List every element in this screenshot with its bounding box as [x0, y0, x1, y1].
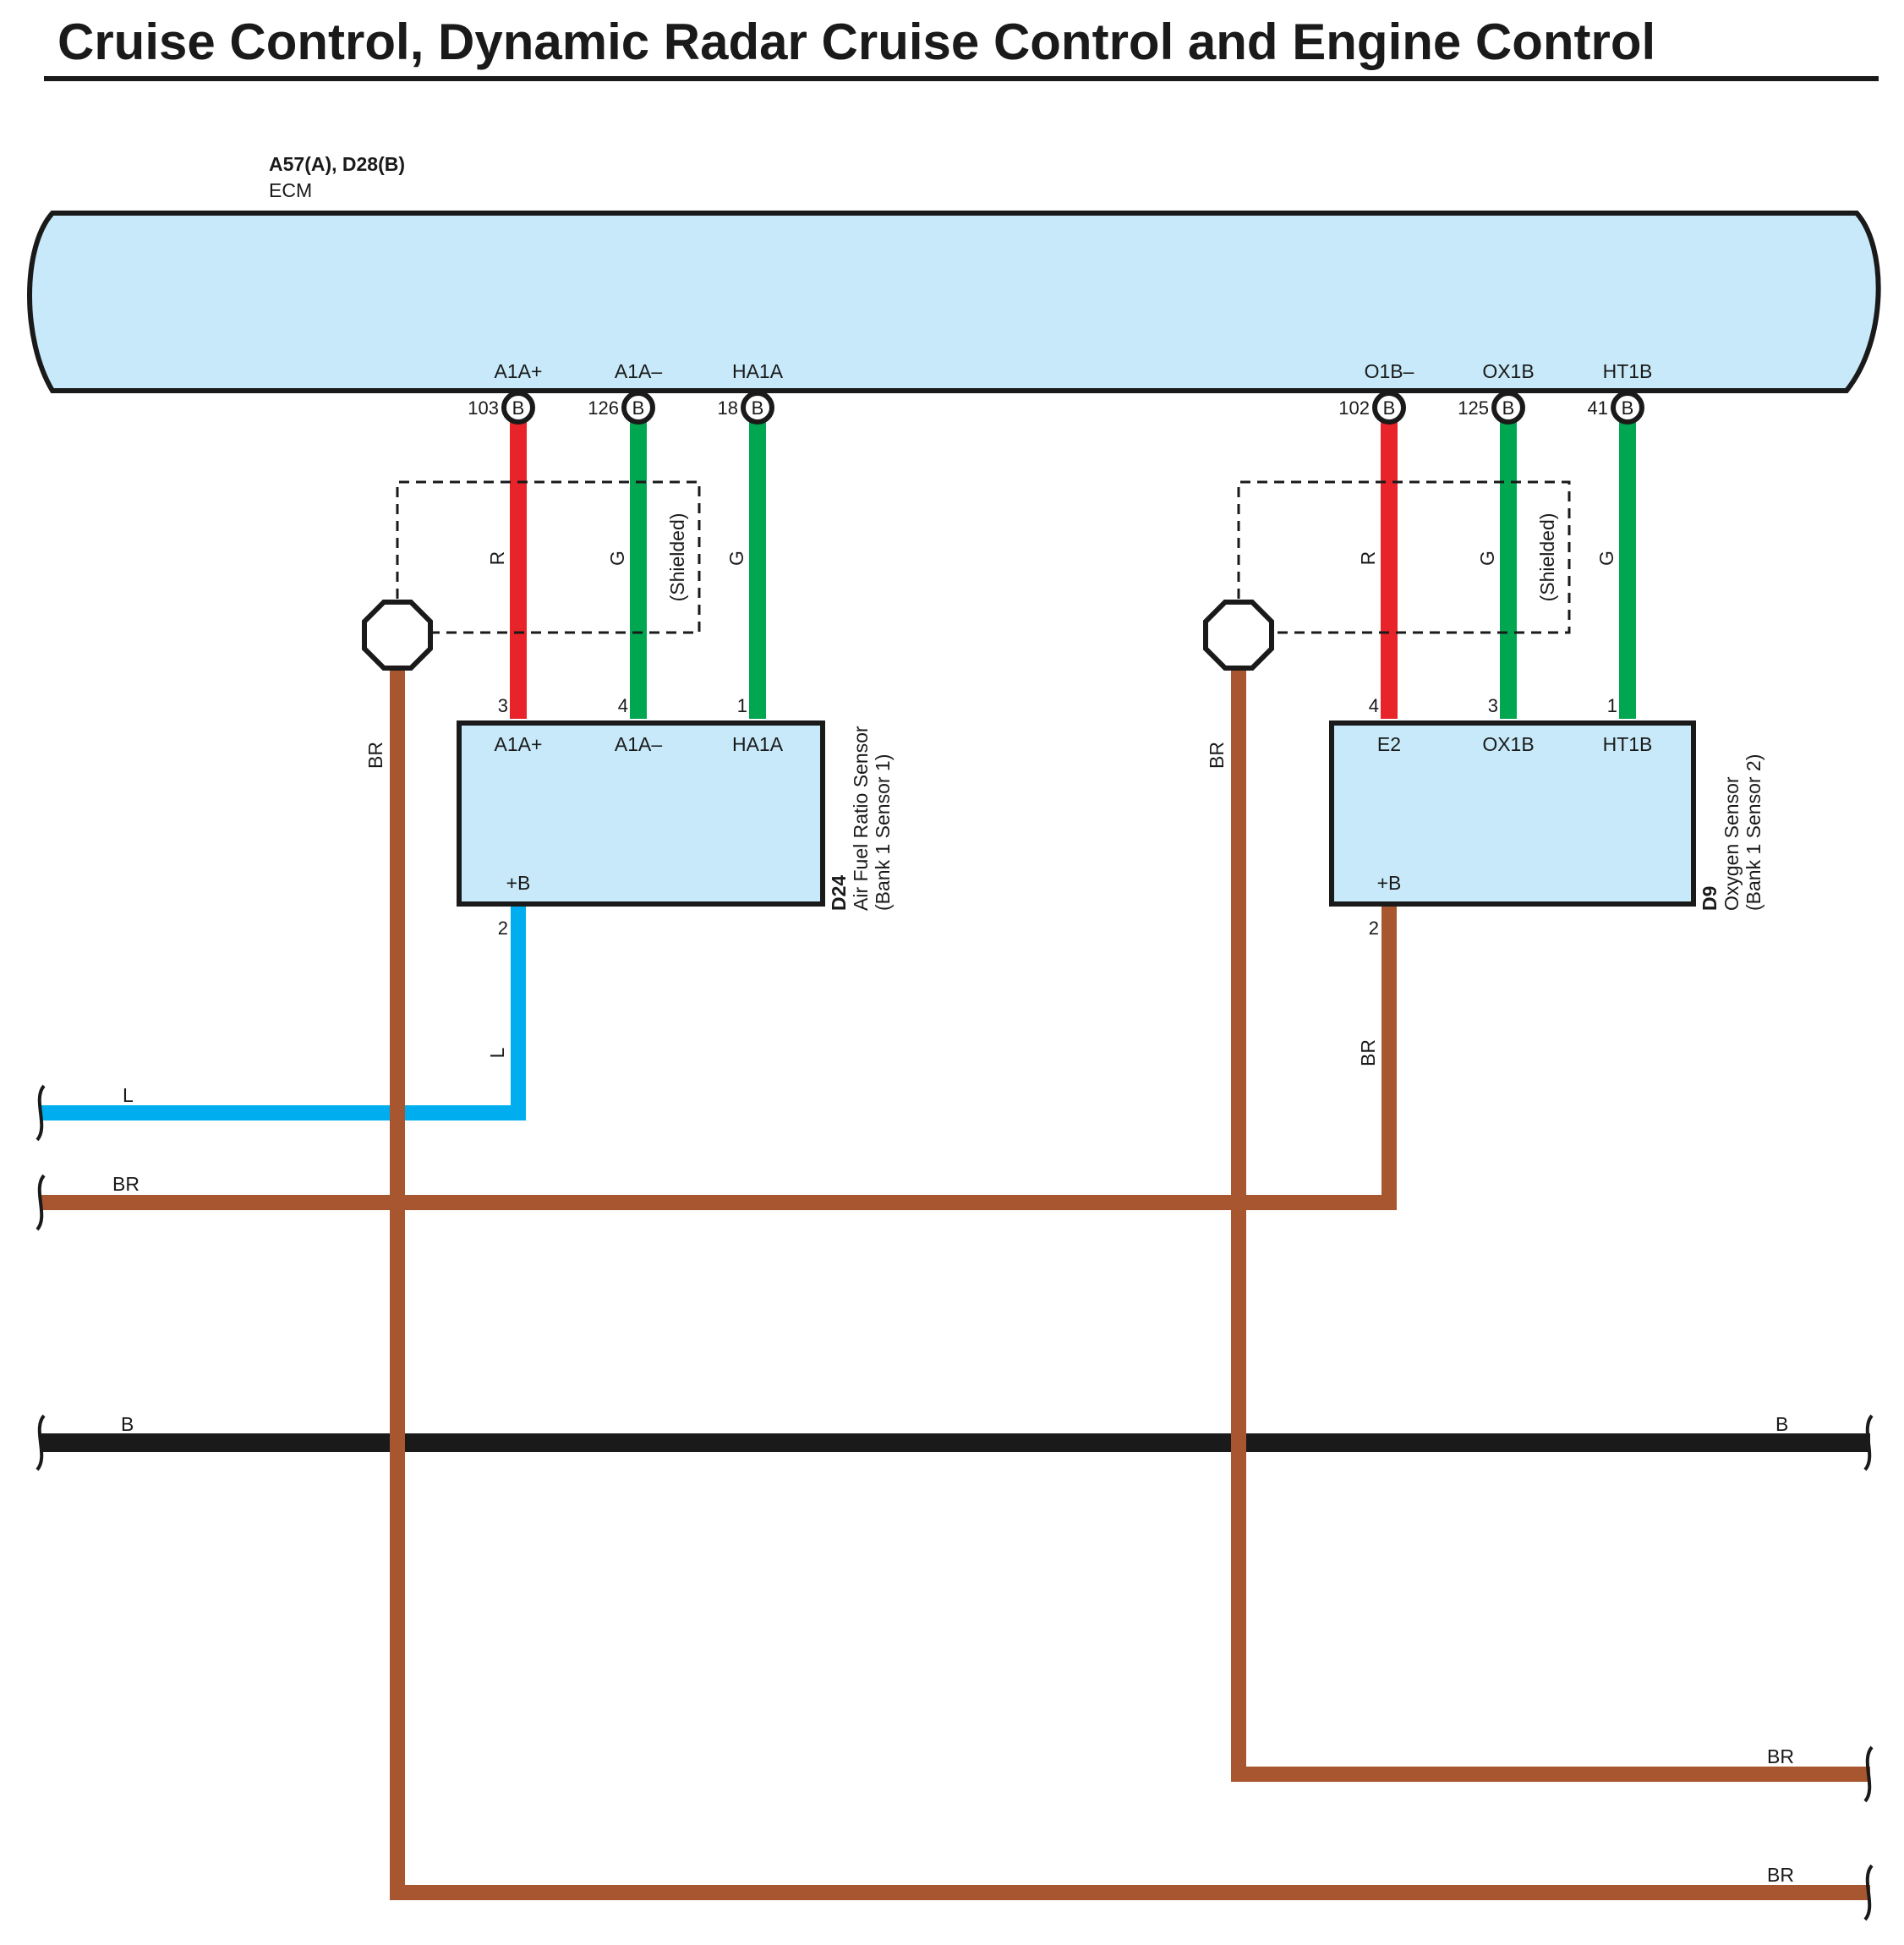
ecm-pin-name-a1a-minus: A1A–: [615, 360, 662, 382]
wire-color-label-sensor2-power: BR: [1357, 1039, 1379, 1066]
ecm-pin-name-ha1a: HA1A: [732, 360, 784, 382]
shield-box-1: [396, 480, 701, 634]
bus-label-br-right-2: BR: [1767, 1864, 1794, 1886]
sensor1-name: Air Fuel Ratio Sensor: [850, 726, 872, 911]
wire-color-label-shield2-ground: BR: [1206, 742, 1228, 769]
ecm-pin-name-ht1b: HT1B: [1603, 360, 1653, 382]
terminal-a1a-plus: [501, 391, 535, 425]
break-mark-br-left: [36, 1174, 46, 1231]
sensor2-body: [1329, 720, 1696, 907]
ecm-pin-number-41: 41: [1588, 397, 1608, 419]
terminal-a1a-minus: [621, 391, 655, 425]
bus-label-br-left: BR: [112, 1173, 140, 1195]
wire-color-label-s1-1: R: [486, 551, 508, 566]
bus-label-b-right: B: [1775, 1413, 1788, 1435]
sensor1-pin-number-1: 3: [498, 695, 508, 716]
sensor2-power-pin-name: +B: [1377, 872, 1402, 894]
ecm-pin-number-102: 102: [1338, 397, 1370, 419]
ecm-pin-number-103: 103: [468, 397, 499, 419]
sensor2-pin-name-3: HT1B: [1603, 733, 1653, 755]
sensor1-pin-number-3: 1: [737, 695, 747, 716]
wire-l-power-sensor1: [40, 896, 526, 1120]
wire-break-marks: [36, 1084, 1874, 1921]
sensor2-power-pin-number: 2: [1369, 918, 1379, 939]
sensor1-pin-name-3: HA1A: [732, 733, 784, 755]
ecm-terminals: [501, 391, 1644, 425]
wire-br-power-sensor2: [40, 896, 1397, 1210]
shield-ground-point-1: [362, 600, 433, 671]
ecm-pin-number-125: 125: [1458, 397, 1489, 419]
sensor2-pin-number-3: 1: [1607, 695, 1617, 716]
sensor1-body: [457, 720, 825, 907]
sensor2-pin-number-2: 3: [1488, 695, 1498, 716]
break-mark-l-left: [36, 1084, 46, 1142]
sensor2-code: D9: [1699, 886, 1721, 911]
wire-color-label-s1-2: G: [606, 551, 628, 566]
ecm-pin-name-o1b-minus: O1B–: [1365, 360, 1414, 382]
sensor1-code: D24: [828, 875, 850, 911]
terminal-letter-103: B: [512, 397, 525, 419]
terminal-letter-102: B: [1383, 397, 1396, 419]
break-mark-br-right-2: [1863, 1864, 1874, 1921]
terminal-ox1b: [1491, 391, 1525, 425]
wire-color-label-s2-1: R: [1357, 551, 1379, 566]
ecm-connector-codes: A57(A), D28(B): [269, 153, 405, 175]
sensor1-power-pin-name: +B: [506, 872, 531, 894]
terminal-letter-125: B: [1502, 397, 1515, 419]
terminal-letter-18: B: [752, 397, 764, 419]
break-mark-br-right-1: [1863, 1745, 1874, 1803]
shielded-label-1: (Shielded): [666, 513, 688, 602]
page-title: Cruise Control, Dynamic Radar Cruise Con…: [57, 14, 1655, 70]
ecm-pin-number-126: 126: [588, 397, 619, 419]
wire-color-label-s2-2: G: [1476, 551, 1498, 566]
terminal-o1b-minus: [1372, 391, 1406, 425]
shielded-label-2: (Shielded): [1536, 513, 1558, 602]
sensor1-pin-name-2: A1A–: [615, 733, 662, 755]
wire-color-label-sensor1-power: L: [486, 1047, 508, 1058]
bus-label-b-left: B: [121, 1413, 134, 1435]
bus-label-br-right-1: BR: [1767, 1745, 1794, 1767]
terminal-letter-41: B: [1622, 397, 1634, 419]
sensor2-pin-name-2: OX1B: [1482, 733, 1534, 755]
wire-color-label-s2-3: G: [1595, 551, 1617, 566]
wire-color-label-shield1-ground: BR: [364, 742, 386, 769]
terminal-ht1b: [1611, 391, 1644, 425]
ecm-pin-name-ox1b: OX1B: [1482, 360, 1534, 382]
sensor2-pin-name-1: E2: [1377, 733, 1401, 755]
sensor2-name: Oxygen Sensor: [1721, 776, 1743, 911]
sensor2-pin-number-1: 4: [1369, 695, 1379, 716]
wire-color-label-s1-3: G: [725, 551, 747, 566]
wire-br-shield1-ground: [390, 655, 1870, 1900]
shield-ground-point-2: [1203, 600, 1274, 671]
shield-box-2: [1237, 480, 1571, 634]
sensor2-location: (Bank 1 Sensor 2): [1743, 754, 1764, 911]
break-mark-b-left: [36, 1414, 46, 1471]
wire-br-shield2-ground: [1231, 655, 1870, 1782]
sensor1-location: (Bank 1 Sensor 1): [872, 754, 894, 911]
sensor1-pin-number-2: 4: [618, 695, 628, 716]
terminal-letter-126: B: [632, 397, 645, 419]
terminal-ha1a: [741, 391, 774, 425]
bus-label-l-left: L: [123, 1084, 134, 1106]
break-mark-b-right: [1863, 1414, 1874, 1471]
ecm-pin-name-a1a-plus: A1A+: [495, 360, 543, 382]
ecm-body: [27, 211, 1881, 393]
sensor1-power-pin-number: 2: [498, 918, 508, 939]
ecm-label: ECM: [269, 179, 312, 201]
ecm-pin-number-18: 18: [718, 397, 738, 419]
sensor1-pin-name-1: A1A+: [495, 733, 543, 755]
